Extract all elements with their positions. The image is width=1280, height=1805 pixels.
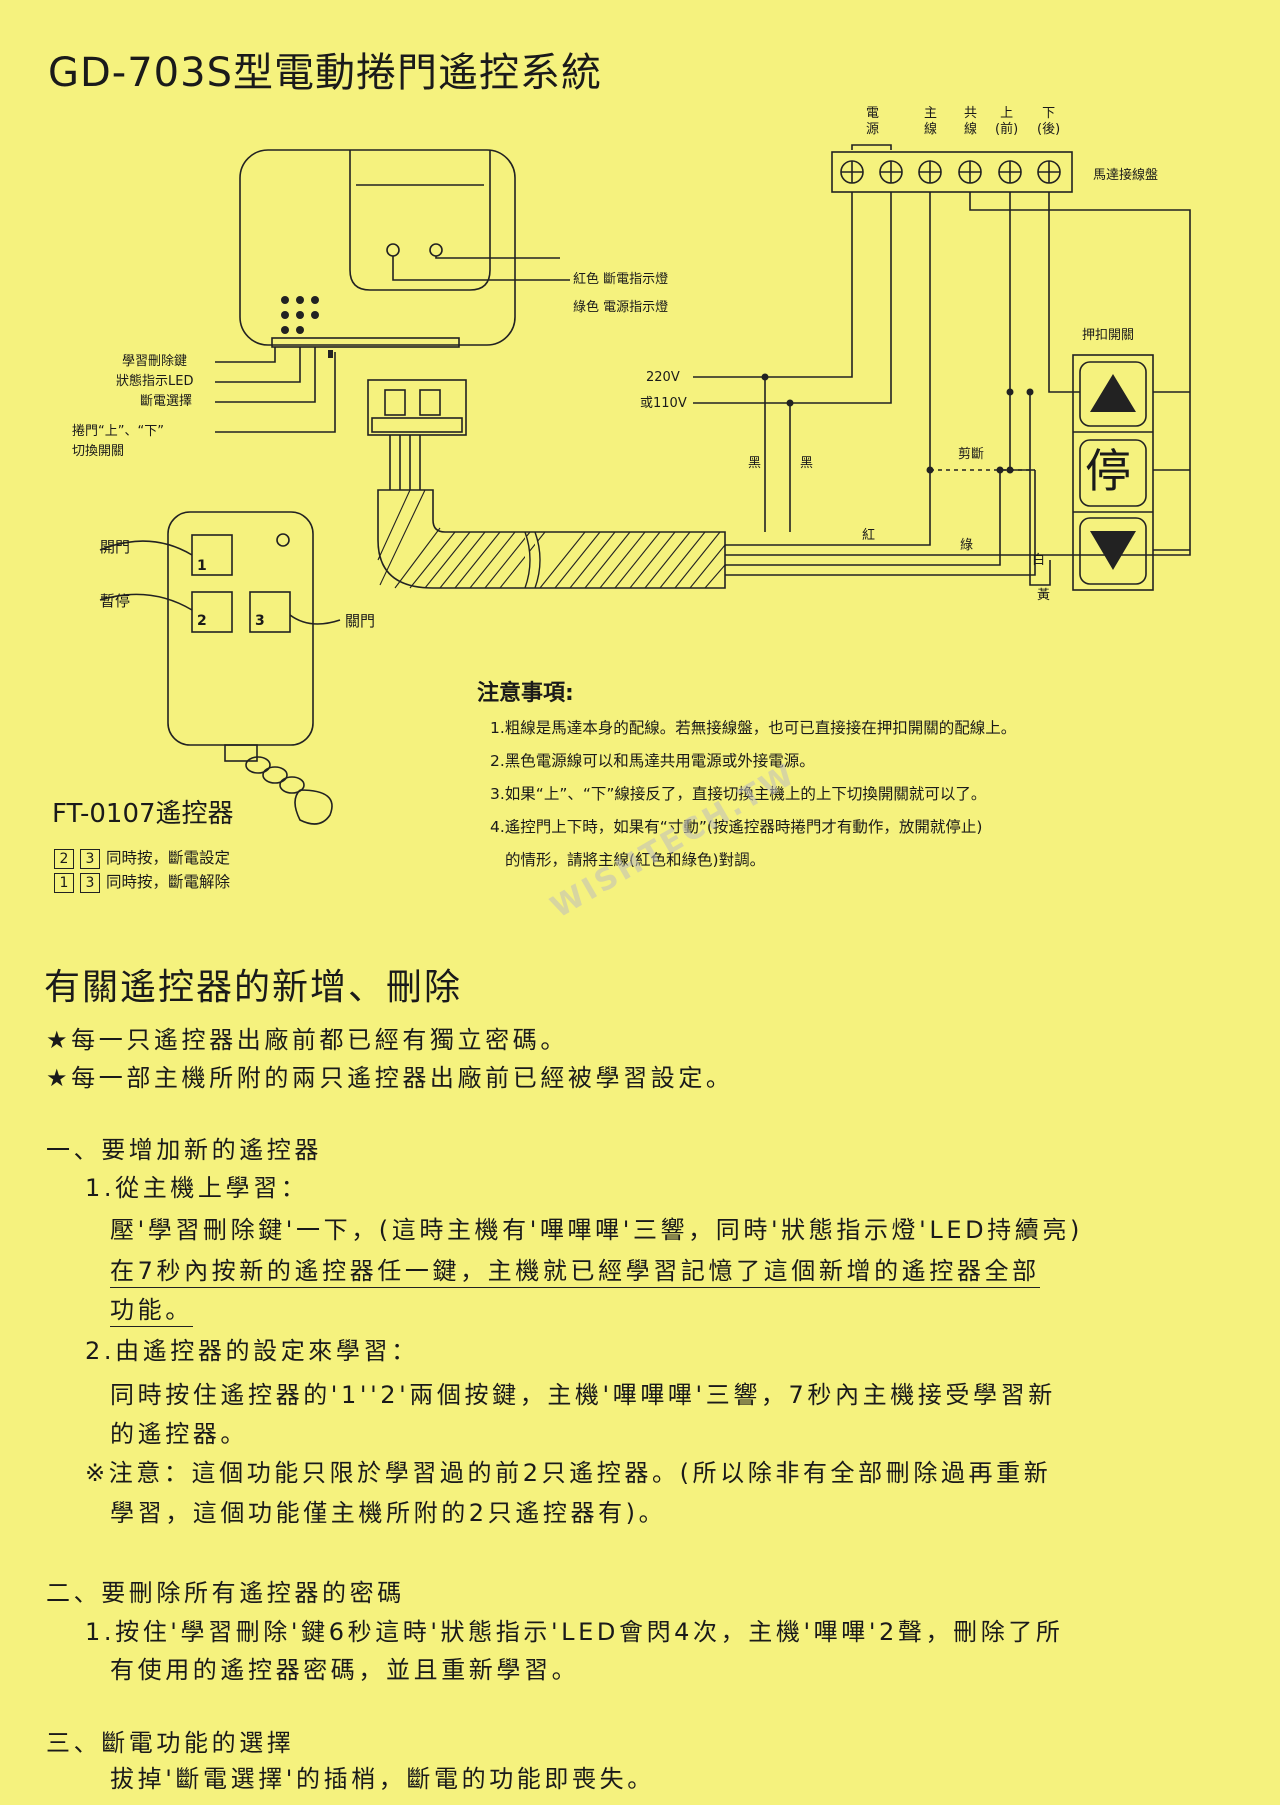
remote-key-1: 1: [197, 558, 207, 574]
paragraph: 的遙控器。: [110, 1420, 248, 1448]
page-title: GD-703S型電動捲門遙控系統: [48, 50, 602, 96]
up-down-switch-label-2: 切換開關: [72, 444, 125, 459]
wire-white-label: 白: [1032, 553, 1046, 568]
remote-key-2: 2: [197, 613, 207, 629]
subheading-learn-from-host: 1.從主機上學習：: [85, 1174, 309, 1202]
key-box: 1: [54, 873, 74, 893]
remote-close-label: 關門: [345, 612, 376, 630]
led-red-label: 紅色 斷電指示燈: [573, 272, 669, 287]
paragraph: 同時按住遙控器的'1''2'兩個按鍵，主機'嗶嗶嗶'三響，7秒內主機接受學習新: [110, 1381, 1056, 1409]
heading-delete-all: 二、要刪除所有遙控器的密碼: [46, 1579, 405, 1607]
power-cut-select-label: 斷電選擇: [140, 394, 193, 409]
heading-add-remote: 一、要增加新的遙控器: [46, 1136, 322, 1164]
paragraph: 壓'學習刪除鍵'一下，(這時主機有'嗶嗶嗶'三響，同時'狀態指示燈'LED持續亮…: [110, 1216, 1083, 1244]
controller-box: [239, 149, 516, 346]
star-note-1: ★每一只遙控器出廠前都已經有獨立密碼。: [46, 1026, 568, 1054]
terminal-label-common: 共 線: [964, 106, 978, 137]
star-note-2: ★每一部主機所附的兩只遙控器出廠前已經被學習設定。: [46, 1064, 734, 1092]
wiring-diagram: [99, 144, 1191, 825]
note-item: 4.遙控門上下時，如果有“寸動”(按遙控器時捲門才有動作，放開就停止): [490, 818, 983, 836]
paragraph: 有使用的遙控器密碼，並且重新學習。: [110, 1656, 580, 1684]
remote-model: FT-0107遙控器: [52, 799, 234, 829]
led-green-label: 綠色 電源指示燈: [573, 300, 669, 315]
wire-red-label: 紅: [862, 528, 876, 543]
wire-black-label-2: 黑: [800, 456, 814, 471]
learn-delete-key-label: 學習刪除鍵: [122, 354, 188, 369]
combo-text: 同時按，斷電設定: [106, 849, 231, 867]
notes-list: 1.粗線是馬達本身的配線。若無接線盤，也可已直接接在押扣開關的配線上。 2.黑色…: [490, 712, 1016, 877]
wire-black-label-1: 黑: [748, 456, 762, 471]
paragraph: 1.按住'學習刪除'鍵6秒這時'狀態指示'LED會閃4次，主機'嗶嗶'2聲，刪除…: [85, 1618, 1064, 1646]
power-110-label: 或110V: [640, 396, 687, 411]
terminal-label-main: 主 線: [924, 106, 938, 137]
up-down-switch-label: 捲門“上”、“下”: [72, 424, 164, 439]
cut-label: 剪斷: [958, 447, 985, 462]
paragraph: 在7秒內按新的遙控器任一鍵，主機就已經學習記憶了這個新增的遙控器全部: [110, 1256, 1040, 1289]
heading-power-cut: 三、斷電功能的選擇: [46, 1729, 295, 1757]
notes-title: 注意事項:: [477, 681, 574, 706]
push-switch-label: 押扣開關: [1082, 328, 1135, 343]
status-led-label: 狀態指示LED: [116, 374, 194, 389]
key-box: 3: [80, 873, 100, 893]
note-item: 3.如果“上”、“下”線接反了，直接切換主機上的上下切換開關就可以了。: [490, 785, 987, 803]
remote-open-label: 開門: [100, 538, 131, 556]
remote-key-3: 3: [255, 613, 265, 629]
paragraph: 拔掉'斷電選擇'的插梢，斷電的功能即喪失。: [110, 1765, 655, 1793]
subheading-learn-from-remote: 2.由遙控器的設定來學習：: [85, 1337, 419, 1365]
note-item: 的情形，請將主線(紅色和綠色)對調。: [505, 851, 766, 869]
paragraph: 功能。: [110, 1295, 193, 1328]
terminal-label-down: 下 (後): [1037, 106, 1061, 137]
caution-note-2: 學習，這個功能僅主機所附的2只遙控器有)。: [110, 1499, 667, 1527]
terminal-label-power: 電 源: [866, 106, 880, 137]
note-item: 1.粗線是馬達本身的配線。若無接線盤，也可已直接接在押扣開關的配線上。: [490, 719, 1017, 737]
remote-pause-label: 暫停: [100, 592, 131, 610]
key-box: 2: [54, 849, 74, 869]
stop-button: 停: [1085, 444, 1131, 498]
power-220-label: 220V: [646, 370, 680, 385]
motor-terminal-label: 馬達接線盤: [1093, 168, 1159, 183]
wire-green-label: 綠: [960, 538, 974, 553]
terminal-label-up: 上 (前): [995, 106, 1019, 137]
combo-text: 同時按，斷電解除: [106, 873, 231, 891]
caution-note: ※注意：這個功能只限於學習過的前2只遙控器。(所以除非有全部刪除過再重新: [85, 1459, 1052, 1487]
section-title: 有關遙控器的新增、刪除: [44, 967, 463, 1008]
key-box: 3: [80, 849, 100, 869]
wire-yellow-label: 黃: [1037, 588, 1051, 603]
note-item: 2.黑色電源線可以和馬達共用電源或外接電源。: [490, 752, 815, 770]
remote-body: [167, 511, 314, 746]
